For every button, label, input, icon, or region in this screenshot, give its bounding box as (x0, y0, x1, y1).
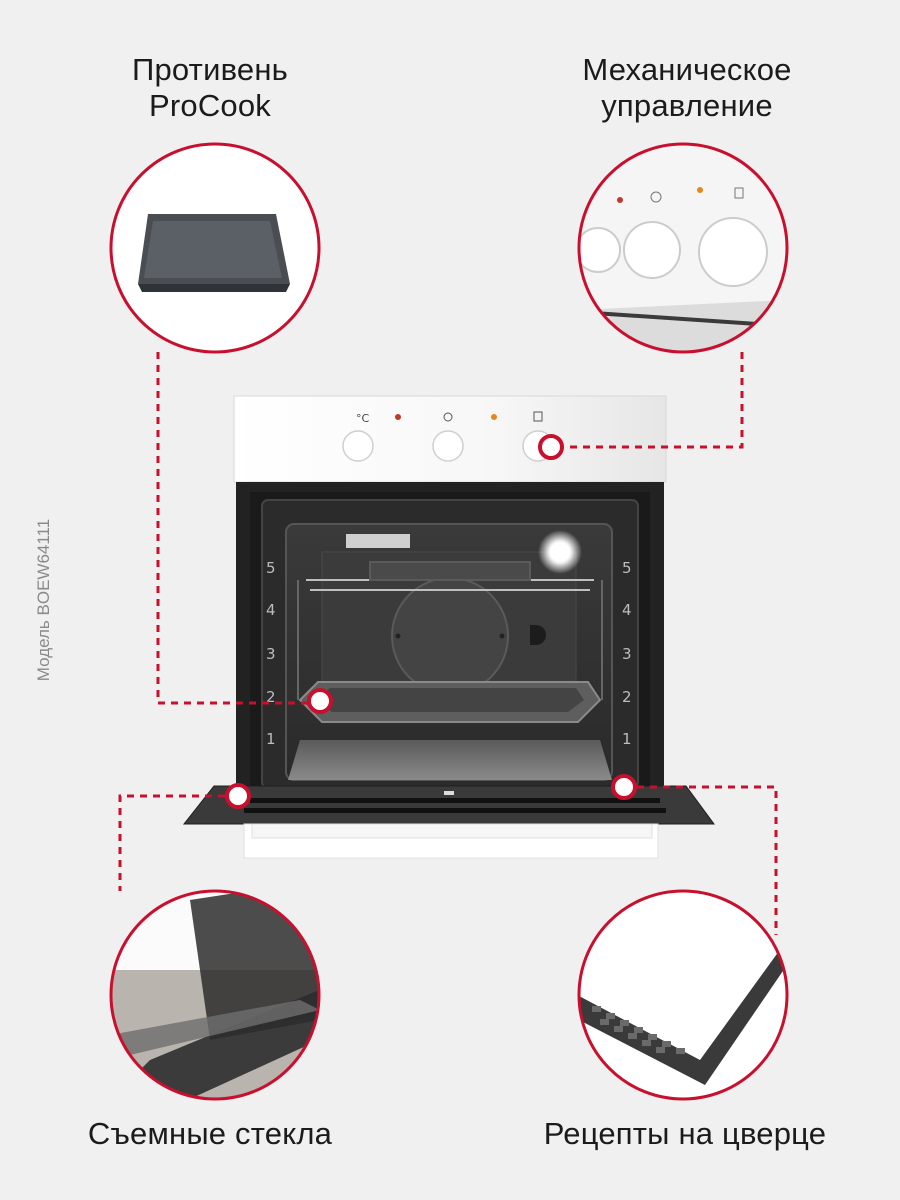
shelf-numbers: 5 4 3 2 1 5 4 3 2 1 (266, 559, 632, 748)
mode-icon (533, 411, 543, 422)
zoom-knob (698, 217, 768, 287)
zoom-knob (623, 221, 681, 279)
caption-controls-line1: Механическое (582, 52, 792, 87)
power-indicator-light (491, 414, 497, 420)
fan-cover (391, 577, 509, 695)
connector-tray (156, 352, 320, 705)
shelf-number: 4 (622, 601, 632, 619)
door-latch (530, 625, 546, 645)
caption-controls-line2: управление (601, 88, 773, 123)
caption-glass: Съемные стекла (87, 1116, 333, 1151)
shelf-number: 1 (266, 730, 276, 748)
panel-symbols: °C (356, 411, 543, 425)
door-vents (244, 798, 666, 813)
temperature-knob[interactable] (342, 430, 374, 462)
caption-controls: Механическое управление (537, 52, 837, 124)
shelf-number: 3 (266, 645, 276, 663)
zoom-knob (579, 227, 621, 273)
timer-knob[interactable] (432, 430, 464, 462)
heat-indicator-light (395, 414, 401, 420)
callout-glass (109, 889, 321, 1101)
shelf-number: 4 (266, 601, 276, 619)
svg-text:°C: °C (356, 412, 370, 425)
shelf-number: 2 (266, 688, 276, 706)
shelf-number: 5 (266, 559, 276, 577)
callout-tray (109, 142, 321, 354)
shelf-number: 2 (622, 688, 632, 706)
connector-lines (118, 352, 778, 935)
connector-glass (118, 794, 238, 891)
model-label: Модель BOEW64111 (34, 518, 53, 682)
oven: °C (182, 395, 715, 859)
knobs (342, 430, 554, 462)
marker-recipes (611, 774, 637, 800)
caption-recipes: Рецепты на цверце (543, 1116, 827, 1151)
marker-controls (538, 434, 564, 460)
shelf-number: 5 (622, 559, 632, 577)
side-rails (297, 580, 603, 700)
shelf-number: 3 (622, 645, 632, 663)
marker-tray (307, 688, 333, 714)
timer-icon (443, 412, 453, 422)
marker-dots (225, 434, 637, 809)
open-door (182, 785, 715, 825)
marker-glass (225, 783, 251, 809)
callout-controls (577, 142, 789, 354)
connector-controls (550, 352, 744, 449)
top-heating-element (346, 534, 410, 548)
oven-tray (298, 681, 602, 723)
caption-tray: Противень ProCook (60, 52, 360, 124)
caption-tray-line2: ProCook (148, 88, 271, 123)
shelf-number: 1 (622, 730, 632, 748)
caption-tray-line1: Противень (131, 52, 289, 87)
callout-recipes (577, 889, 789, 1101)
wire-rack (306, 561, 594, 591)
connector-recipes (624, 785, 778, 935)
